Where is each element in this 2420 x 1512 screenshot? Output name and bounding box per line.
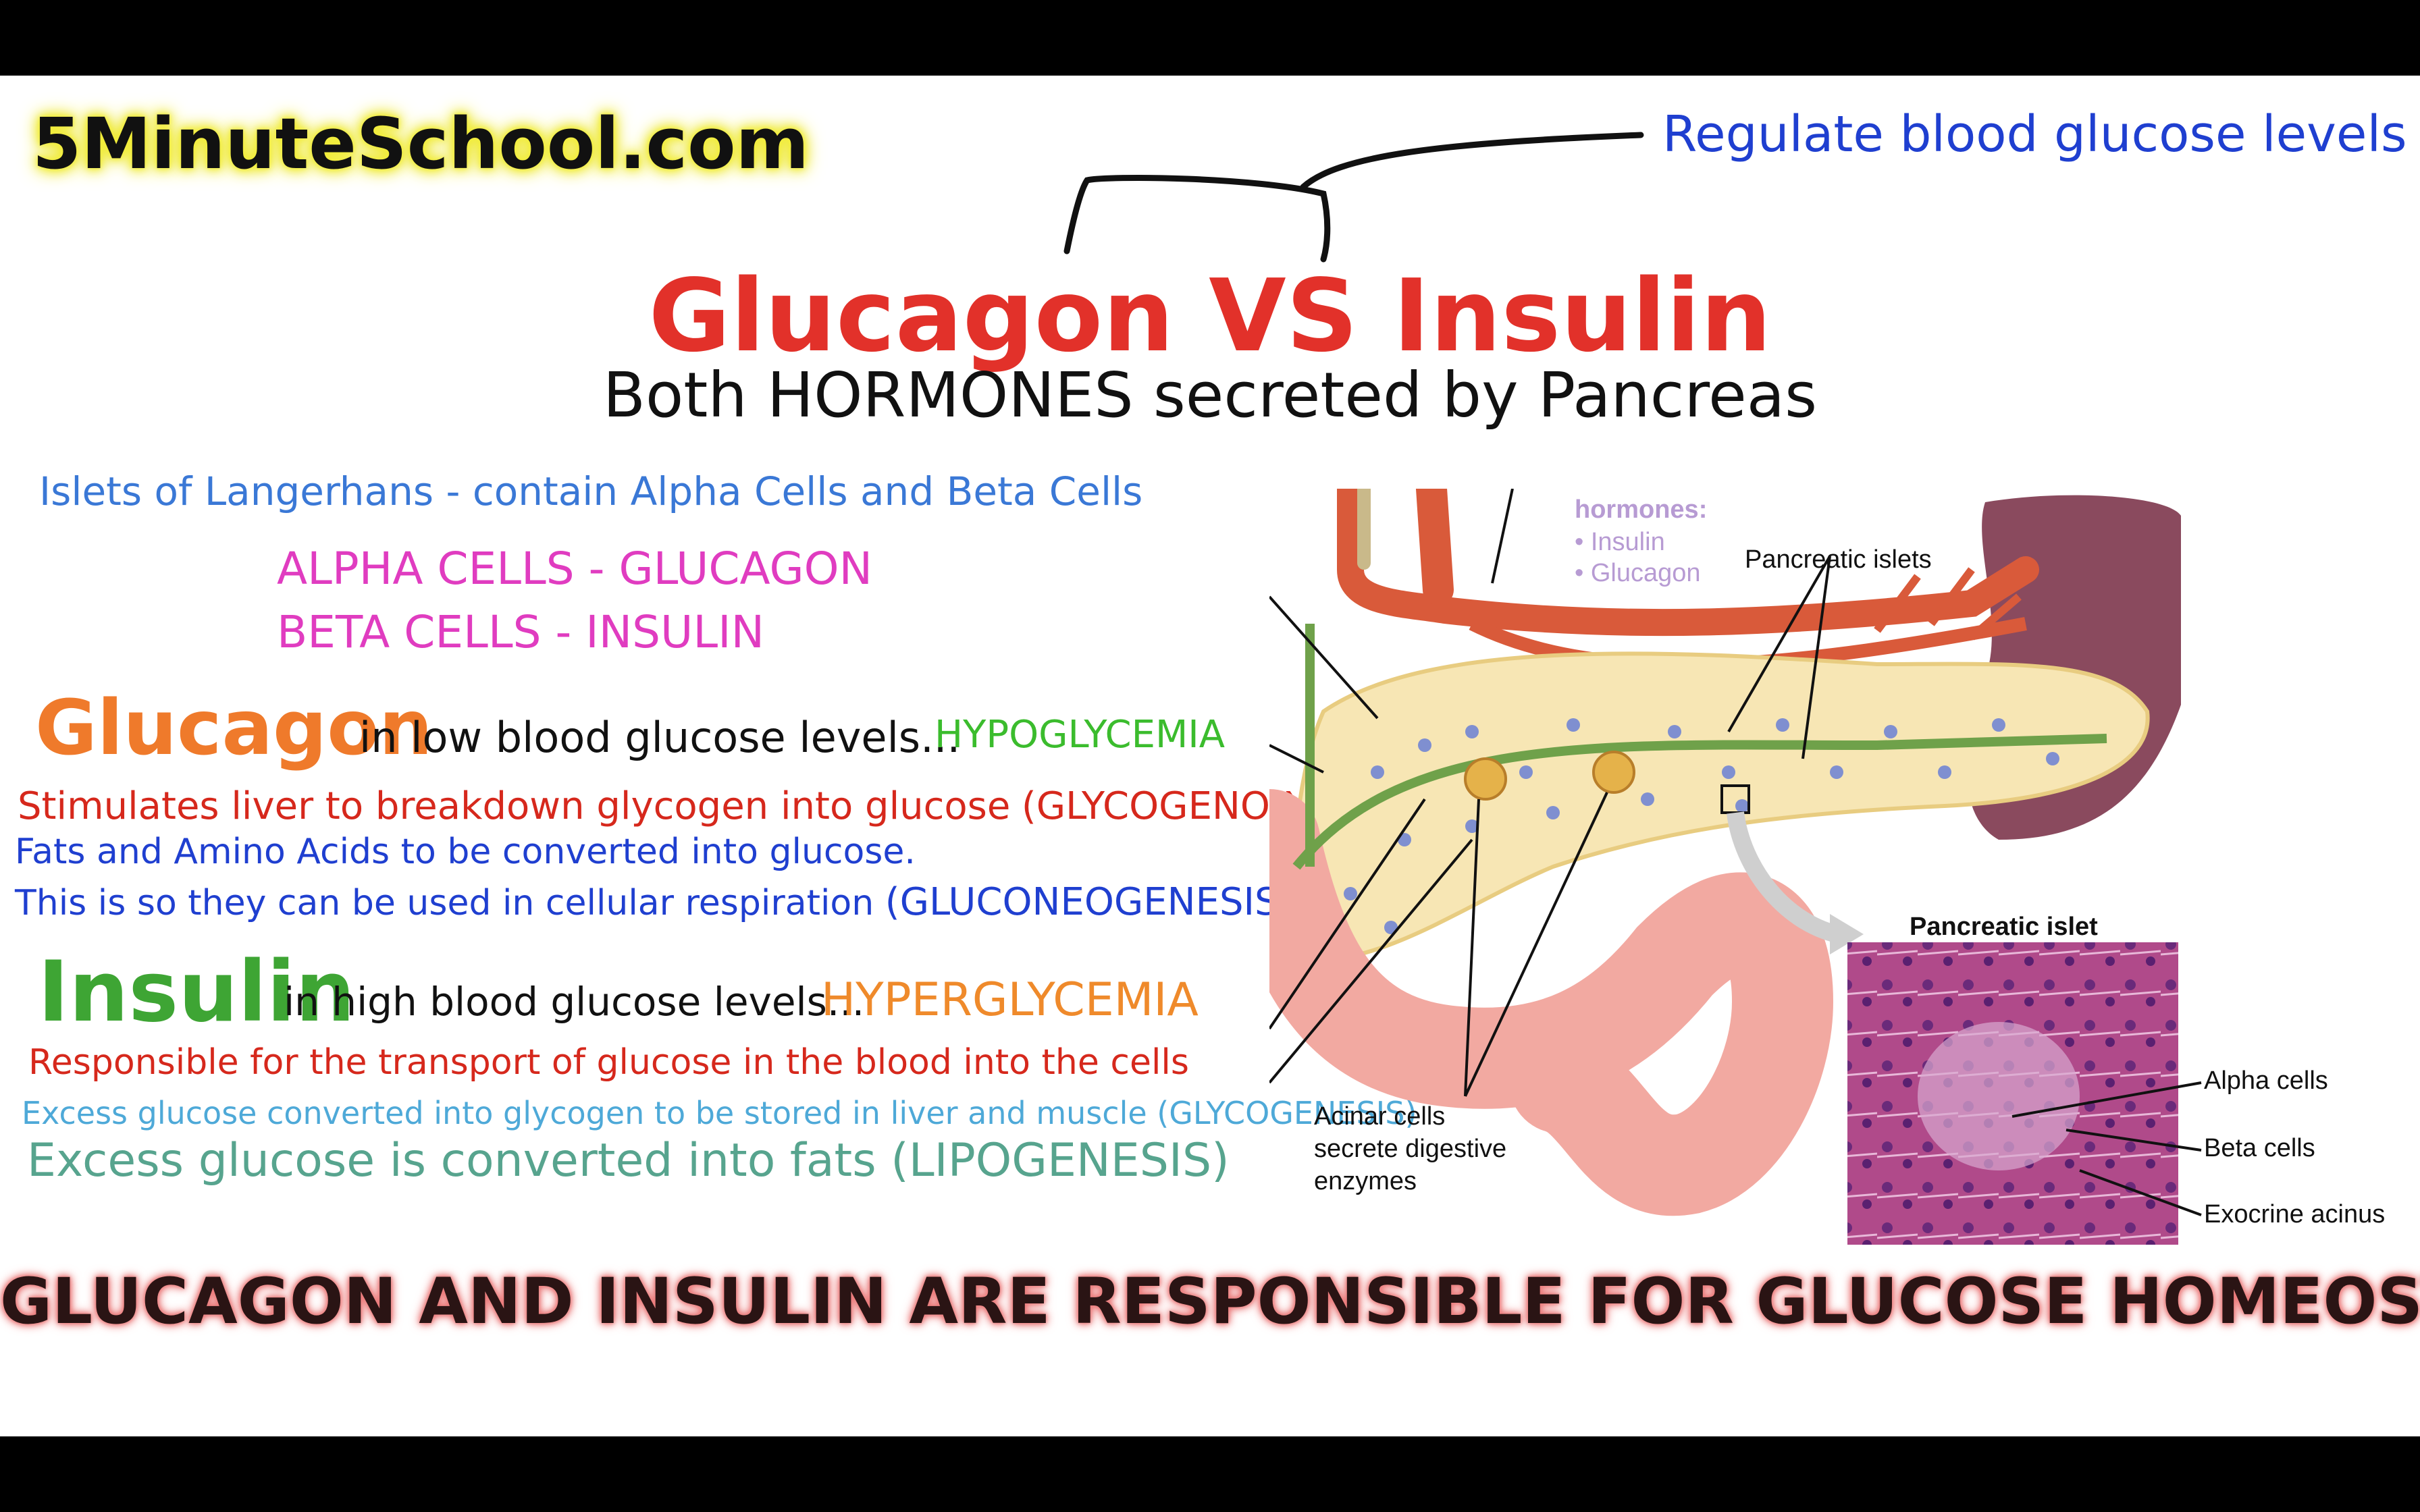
- acinar-line-1: Acinar cells: [1314, 1102, 1446, 1131]
- hormones-label: hormones:: [1575, 495, 1708, 524]
- page-subtitle: Both HORMONES secreted by Pancreas: [602, 359, 1818, 431]
- glucagon-point-1: Stimulates liver to breakdown glycogen i…: [18, 784, 1383, 828]
- hormone-insulin-label: • Insulin: [1575, 528, 1665, 556]
- alpha-cells-line: ALPHA CELLS - GLUCAGON: [277, 543, 872, 595]
- homeostasis-banner: GLUCAGON AND INSULIN ARE RESPONSIBLE FOR…: [0, 1265, 2420, 1339]
- glucagon-point-3-text: This is so they can be used in cellular …: [15, 883, 874, 923]
- alpha-cells-label: Alpha cells: [2204, 1066, 2328, 1095]
- hyperglycemia-tag: HYPERGLYCEMIA: [821, 973, 1199, 1027]
- glucagon-condition: in low blood glucose levels...: [359, 713, 961, 762]
- acinar-line-2: secrete digestive: [1314, 1135, 1507, 1163]
- page-title: Glucagon VS Insulin: [648, 258, 1772, 374]
- gluconeogenesis-tag: (GLUCONEOGENESIS): [885, 880, 1294, 924]
- glucagon-point-1-text: Stimulates liver to breakdown glycogen i…: [18, 784, 1011, 828]
- insulin-point-3: Excess glucose is converted into fats (L…: [27, 1134, 1230, 1187]
- acinar-line-3: enzymes: [1314, 1167, 1417, 1195]
- glucagon-heading: Glucagon: [35, 684, 433, 772]
- pancreatic-islets-label: Pancreatic islets: [1745, 545, 1932, 574]
- insulin-heading: Insulin: [38, 944, 355, 1041]
- bracket-drawing: [1063, 132, 1644, 263]
- insulin-point-2: Excess glucose converted into glycogen t…: [22, 1095, 1417, 1131]
- insulin-point-1: Responsible for the transport of glucose…: [28, 1042, 1189, 1083]
- glucagon-point-2: Fats and Amino Acids to be converted int…: [15, 832, 916, 872]
- beta-cells-label: Beta cells: [2204, 1134, 2315, 1162]
- beta-cells-line: BETA CELLS - INSULIN: [277, 606, 764, 658]
- bottom-letterbox-bar: [0, 1436, 2420, 1512]
- hormone-glucagon-label: • Glucagon: [1575, 559, 1701, 587]
- top-letterbox-bar: [0, 0, 2420, 76]
- glucagon-point-3: This is so they can be used in cellular …: [15, 880, 1293, 924]
- pancreas-diagram: hormones: • Insulin • Glucagon Pancreati…: [1269, 489, 2390, 1258]
- islets-line: Islets of Langerhans - contain Alpha Cel…: [39, 468, 1143, 514]
- pancreas-illustration: [1269, 489, 2202, 1245]
- acinar-cells-label: Acinar cells secrete digestive enzymes: [1314, 1100, 1506, 1197]
- pancreatic-islet-label: Pancreatic islet: [1910, 913, 2098, 941]
- site-logo: 5MinuteSchool.com: [32, 103, 809, 185]
- insulin-condition: in high blood glucose levels...: [284, 979, 865, 1025]
- hypoglycemia-tag: HYPOGLYCEMIA: [935, 713, 1226, 757]
- regulate-note: Regulate blood glucose levels: [1662, 105, 2407, 163]
- slide: 5MinuteSchool.com Regulate blood glucose…: [0, 76, 2420, 1436]
- exocrine-acinus-label: Exocrine acinus: [2204, 1200, 2386, 1228]
